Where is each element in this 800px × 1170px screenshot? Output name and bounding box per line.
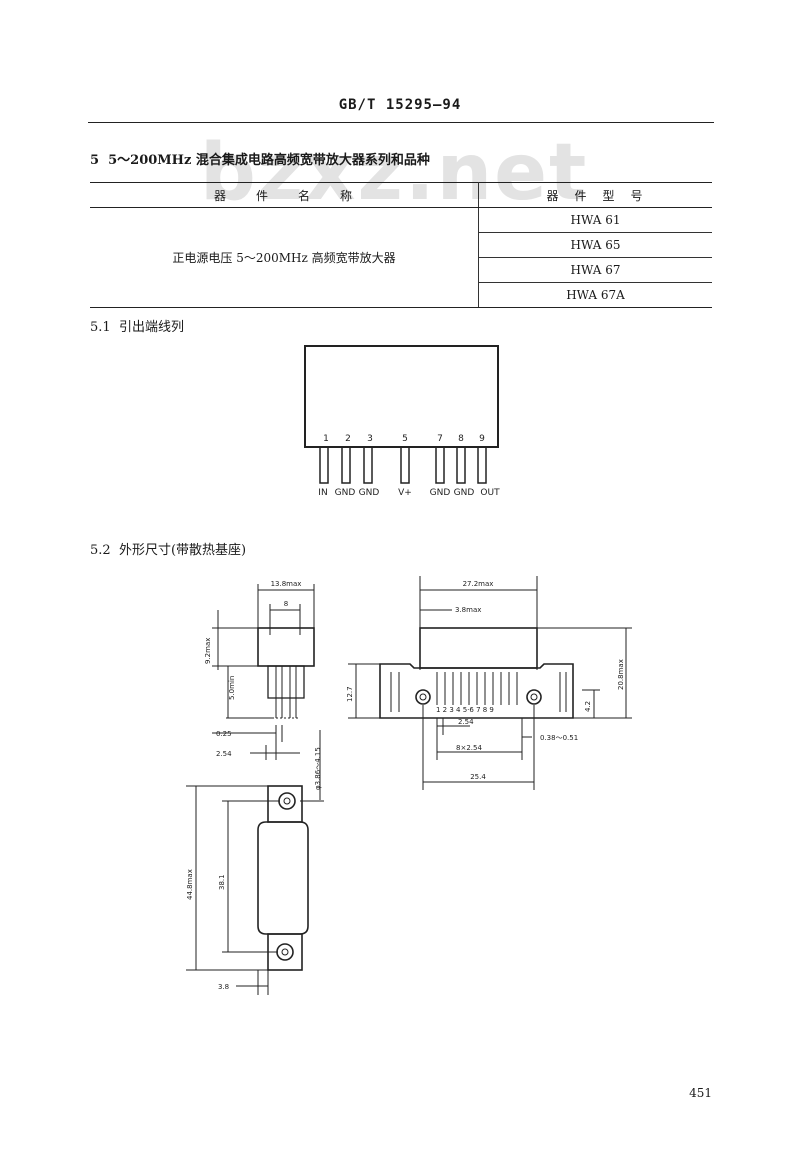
header-device-model: 器 件 型 号 xyxy=(478,182,712,208)
dim-hole-diameter: φ3.86～4.15 xyxy=(314,747,322,790)
pin-number: 3 xyxy=(367,434,373,444)
pin-number: 9 xyxy=(479,434,485,444)
table-row: HWA 67 xyxy=(90,257,712,283)
page-number: 451 xyxy=(689,1086,712,1100)
dim-pitch-total: 8×2.54 xyxy=(456,744,482,752)
dim-bottom-offset: 3.8 xyxy=(218,983,229,991)
dim-lead-thickness: 0.25 xyxy=(216,730,232,738)
section-5-1-heading: 5.1 引出端线列 xyxy=(90,316,184,335)
section-5-heading: 5 5～200MHz 混合集成电路高频宽带放大器系列和品种 xyxy=(90,149,430,168)
header-rule xyxy=(88,122,714,123)
pin-number: 7 xyxy=(437,434,443,444)
dim-side-width: 13.8max xyxy=(271,580,302,588)
dim-front-offset: 3.8max xyxy=(455,606,481,614)
section-5-2-number: 5.2 xyxy=(90,543,111,558)
model-cell: HWA 67A xyxy=(478,282,712,308)
table-row: HWA 67A xyxy=(90,282,712,308)
pin-label: IN xyxy=(318,488,327,498)
pin-leads xyxy=(319,446,487,484)
pin-number: 1 xyxy=(323,434,329,444)
dim-front-width: 27.2max xyxy=(463,580,494,588)
pin-label: GND xyxy=(454,488,475,498)
dim-side-height: 9.2max xyxy=(204,638,212,664)
dim-lead-pitch: 2.54 xyxy=(216,750,232,758)
dim-total-height: 20.8max xyxy=(617,659,625,690)
model-cell: HWA 67 xyxy=(478,257,712,283)
pin-label: V+ xyxy=(398,488,412,498)
section-5-2-heading: 5.2 外形尺寸(带散热基座) xyxy=(90,539,246,558)
model-cell: HWA 61 xyxy=(478,207,712,233)
section-5-1-title: 引出端线列 xyxy=(118,320,184,335)
dim-pitch: 2.54 xyxy=(458,718,474,726)
section-5-number: 5 xyxy=(90,153,100,168)
dim-hole-span: 25.4 xyxy=(470,773,486,781)
device-table: 器 件 名 称 器 件 型 号 正电源电压 5～200MHz 高频宽带放大器 H… xyxy=(90,182,712,308)
header-device-name: 器 件 名 称 xyxy=(90,182,479,208)
front-pin-numbers: 1 2 3 4 5·6 7 8 9 xyxy=(436,706,494,714)
dim-side-inner: 8 xyxy=(284,600,288,608)
section-5-title: 5～200MHz 混合集成电路高频宽带放大器系列和品种 xyxy=(108,153,430,168)
table-header-row: 器 件 名 称 器 件 型 号 xyxy=(90,182,712,208)
pin-label: GND xyxy=(430,488,451,498)
pin-label: GND xyxy=(359,488,380,498)
dim-base-height: 12.7 xyxy=(346,686,354,702)
dim-side-lead: 5.0min xyxy=(228,676,236,700)
section-5-1-number: 5.1 xyxy=(90,320,111,335)
pin-number: 8 xyxy=(458,434,464,444)
pin-number: 2 xyxy=(345,434,351,444)
dim-hole-offset: 4.2 xyxy=(584,701,592,712)
model-cell: HWA 65 xyxy=(478,232,712,258)
section-5-2-title: 外形尺寸(带散热基座) xyxy=(118,543,247,558)
device-name-cell: 正电源电压 5～200MHz 高频宽带放大器 xyxy=(90,207,479,308)
pin-number: 5 xyxy=(402,434,408,444)
dim-lead-width: 0.38～0.51 xyxy=(540,734,578,742)
table-row: HWA 65 xyxy=(90,232,712,258)
pin-label: OUT xyxy=(480,488,500,498)
pin-label: GND xyxy=(335,488,356,498)
table-row: 正电源电压 5～200MHz 高频宽带放大器 HWA 61 xyxy=(90,207,712,308)
dim-hole-center: 38.1 xyxy=(218,874,226,890)
dim-total-length: 44.8max xyxy=(186,869,194,900)
standard-header: GB/T 15295—94 xyxy=(338,97,462,113)
